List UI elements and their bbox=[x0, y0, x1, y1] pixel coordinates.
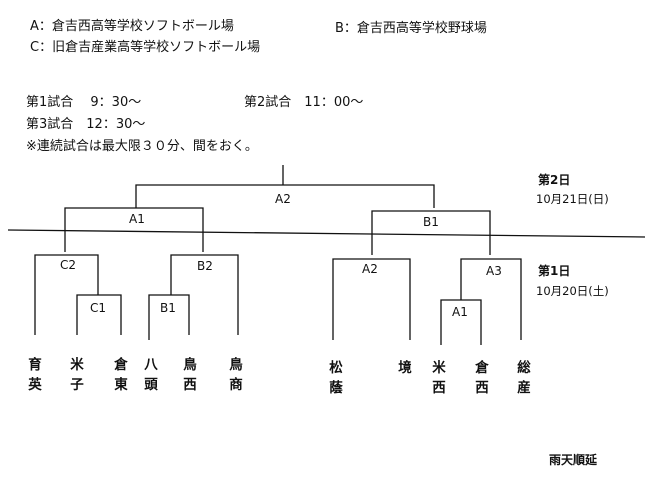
venue-b: B：倉吉西高等学校野球場 bbox=[335, 21, 487, 36]
r1-c1-bracket bbox=[76, 294, 122, 335]
team-name: 鳥商 bbox=[229, 357, 243, 393]
team-name: 境 bbox=[398, 360, 412, 376]
match-qf-a2-label: A2 bbox=[360, 262, 380, 276]
team-name: 松蔭 bbox=[329, 360, 343, 396]
team-name: 総産 bbox=[517, 360, 531, 396]
schedule-game2: 第2試合 11：00～ bbox=[244, 95, 364, 110]
final-bracket bbox=[135, 184, 435, 208]
qf-a3-bracket bbox=[460, 258, 522, 340]
r1-b1-bracket bbox=[148, 294, 190, 340]
day2-date: 10月21日(日) bbox=[536, 192, 609, 206]
day1-label: 第1日 bbox=[538, 264, 571, 278]
match-c1-label: C1 bbox=[88, 301, 109, 315]
team-name: 倉東 bbox=[114, 357, 128, 393]
semi-left-bracket bbox=[64, 207, 204, 252]
venue-c: C：旧倉吉産業高等学校ソフトボール場 bbox=[30, 40, 261, 55]
semi-right-bracket bbox=[371, 210, 491, 255]
team-name: 育英 bbox=[28, 357, 42, 393]
match-semi-left-label: A1 bbox=[127, 212, 147, 226]
qf-c2-bracket bbox=[34, 254, 99, 335]
schedule-note: ※連続試合は最大限３０分、間をおく。 bbox=[26, 139, 258, 154]
qf-a2-bracket bbox=[332, 258, 411, 340]
match-semi-right-label: B1 bbox=[421, 215, 441, 229]
match-r1-a1-label: A1 bbox=[450, 305, 470, 319]
rain-postponement-note: 雨天順延 bbox=[549, 453, 598, 467]
day-divider-line bbox=[7, 229, 646, 238]
match-a3-label: A3 bbox=[484, 264, 504, 278]
schedule-game1: 第1試合 9：30～ bbox=[26, 95, 142, 110]
team-name: 倉西 bbox=[475, 360, 489, 396]
r1-a1-bracket bbox=[440, 299, 482, 345]
schedule-game3: 第3試合 12：30～ bbox=[26, 117, 146, 132]
match-r1-b1-label: B1 bbox=[158, 301, 178, 315]
venue-a: A：倉吉西高等学校ソフトボール場 bbox=[30, 19, 234, 34]
match-b2-label: B2 bbox=[195, 259, 215, 273]
team-name: 米西 bbox=[432, 360, 446, 396]
team-name: 鳥西 bbox=[183, 357, 197, 393]
day1-date: 10月20日(土) bbox=[536, 284, 609, 298]
match-final-label: A2 bbox=[273, 192, 293, 206]
team-name: 米子 bbox=[70, 357, 84, 393]
match-c2-label: C2 bbox=[58, 258, 79, 272]
team-name: 八頭 bbox=[144, 357, 158, 393]
qf-b2-bracket bbox=[170, 254, 239, 335]
day2-label: 第2日 bbox=[538, 173, 571, 187]
